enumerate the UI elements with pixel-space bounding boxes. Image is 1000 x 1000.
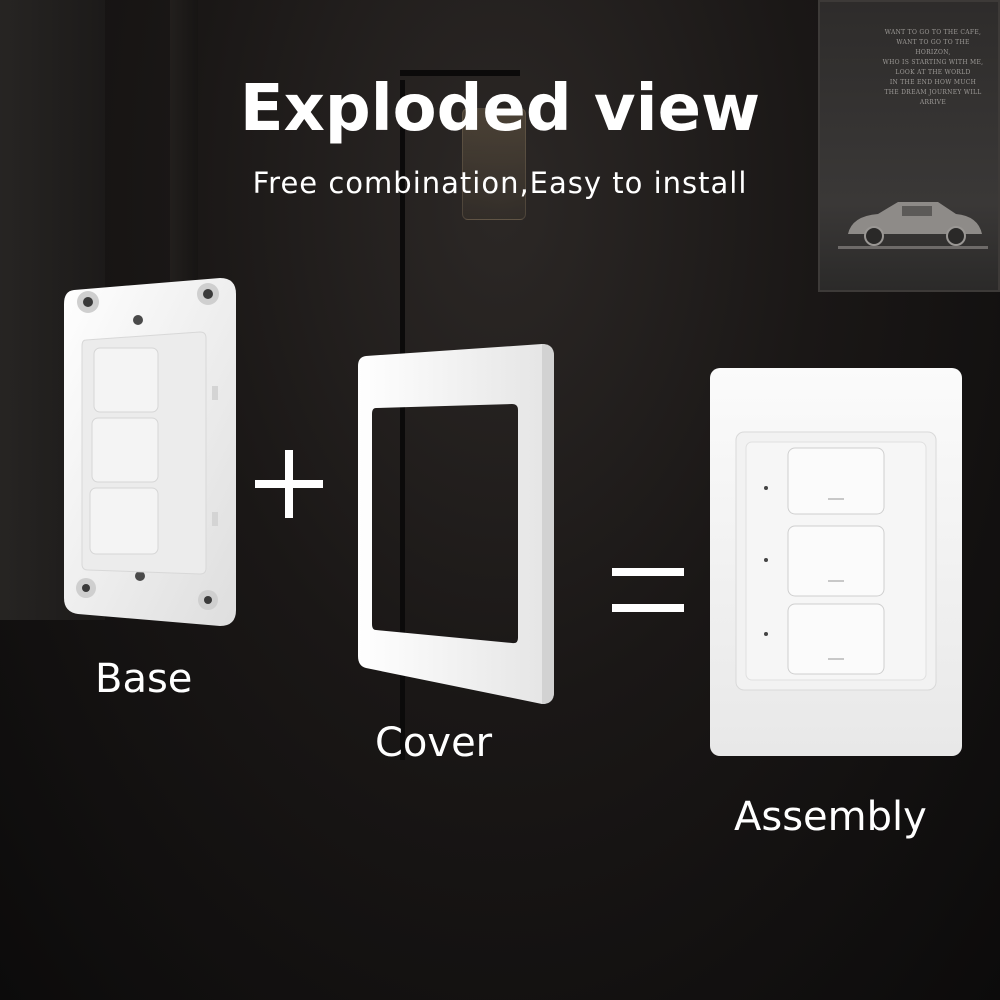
switch-button [787, 603, 885, 675]
poster-line: THE DREAM JOURNEY WILL ARRIVE [884, 89, 982, 106]
page-title: Exploded view [239, 72, 761, 146]
plus-icon [255, 450, 323, 518]
background-lamp-pole [400, 80, 405, 760]
assembly-label: Assembly [734, 794, 927, 840]
background-lamp-shade [462, 108, 526, 220]
switch-button [787, 447, 885, 515]
base-label: Base [95, 656, 193, 702]
background-lamp-arm [400, 70, 520, 76]
background-poster [818, 0, 1000, 292]
page-subtitle: Free combination,Easy to install [252, 166, 748, 200]
poster-text: WANT TO GO TO THE CAFE, WANT TO GO TO TH… [878, 28, 988, 108]
assembled-switch-image [710, 368, 962, 756]
poster-line: WANT TO GO TO THE HORIZON, [896, 39, 970, 56]
poster-car-illustration [838, 202, 988, 249]
equals-icon [612, 568, 684, 612]
poster-line: LOOK AT THE WORLD [895, 69, 971, 76]
cover-frame-image [358, 344, 554, 704]
poster-line: WANT TO GO TO THE CAFE, [884, 29, 982, 36]
poster-line: IN THE END HOW MUCH [889, 79, 977, 86]
base-module-image [64, 278, 236, 626]
poster-line: WHO IS STARTING WITH ME, [882, 59, 984, 66]
switch-button [787, 525, 885, 597]
cover-label: Cover [375, 720, 493, 766]
